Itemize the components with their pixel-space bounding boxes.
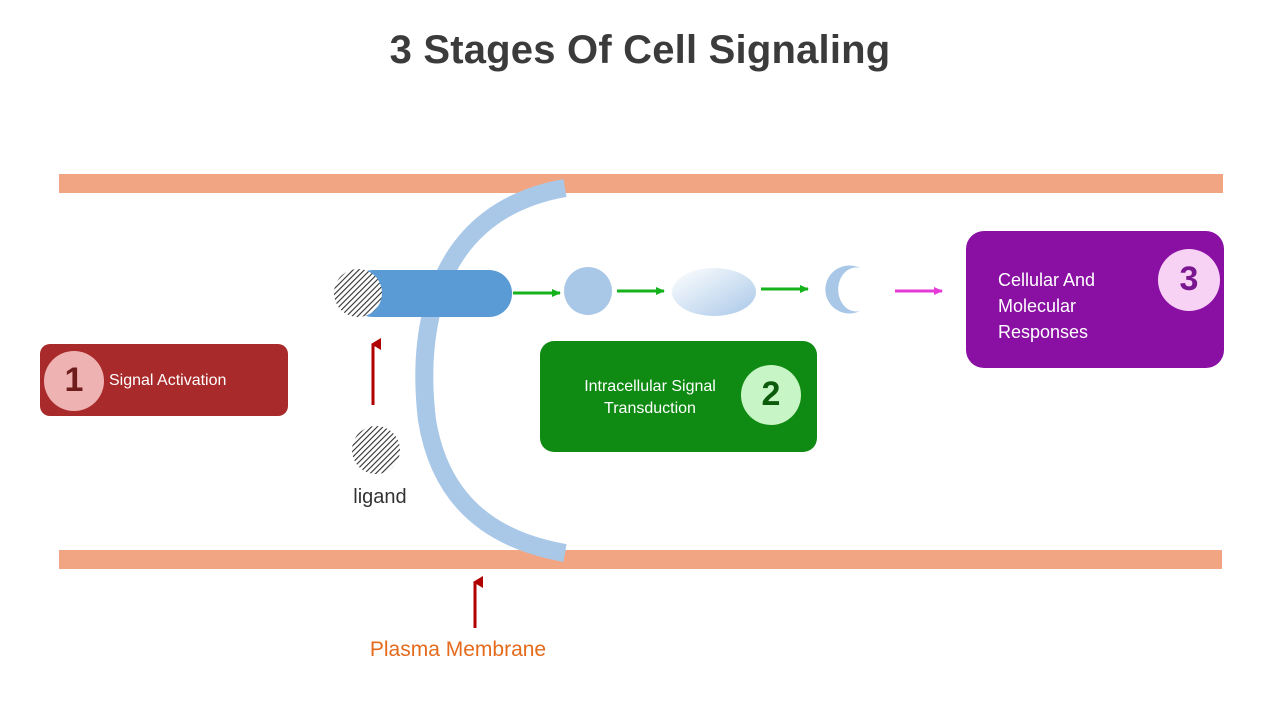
signal-molecule-circle xyxy=(564,267,612,315)
stage-1-label: Signal Activation xyxy=(109,372,227,389)
stage-3-number: 3 xyxy=(1158,249,1220,311)
cell-boundary-arc xyxy=(415,179,567,562)
signal-molecule-oval xyxy=(672,268,756,316)
stage-3-label: Cellular And Molecular Responses xyxy=(998,270,1096,343)
ligand-label: ligand xyxy=(353,486,407,508)
stage-2-box: Intracellular Signal Transduction 2 xyxy=(540,341,817,452)
stage-1-number: 1 xyxy=(44,351,104,411)
stage-3-box: Cellular And Molecular Responses 3 xyxy=(966,231,1224,368)
ligand-molecule xyxy=(352,426,400,474)
stage-2-label: Intracellular Signal Transduction xyxy=(584,378,716,417)
plasma-membrane-label: Plasma Membrane xyxy=(369,638,547,661)
stage-2-number: 2 xyxy=(741,365,801,425)
membrane-top xyxy=(59,174,1223,193)
membrane-bottom xyxy=(59,550,1222,569)
receptor xyxy=(350,270,512,317)
stage-1-box: 1 Signal Activation xyxy=(40,344,288,416)
signal-molecule-crescent xyxy=(825,265,860,314)
page-title: 3 Stages Of Cell Signaling xyxy=(389,28,891,72)
bound-ligand xyxy=(334,269,382,317)
